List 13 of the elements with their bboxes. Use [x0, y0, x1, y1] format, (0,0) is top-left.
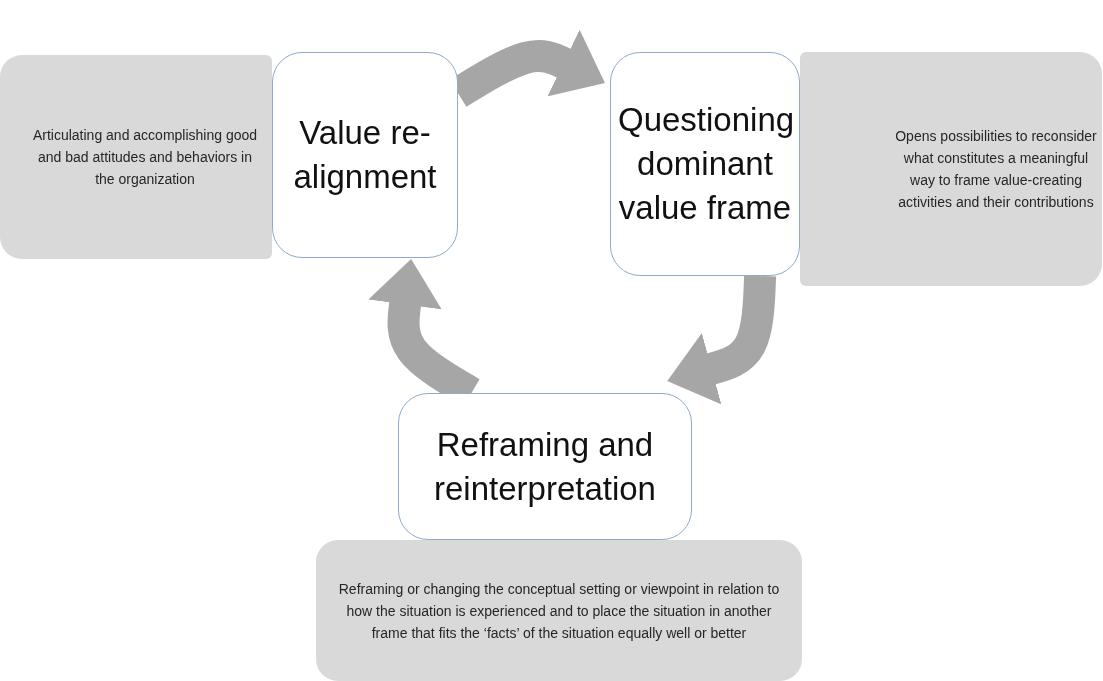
- description-card: [0, 55, 272, 259]
- stage-title: Reframing and reinterpretation: [433, 424, 657, 509]
- stage-box: [398, 393, 692, 540]
- description-text: Reframing or changing the conceptual setting or viewpoint in relation to how the situation is experienced and to place the situation in another frame that fits the ‘facts’ of the situation equally well or better: [337, 579, 781, 643]
- description-card: [316, 540, 802, 681]
- stage-title: Questioning dominant value frame: [618, 100, 792, 228]
- stage-box: [610, 52, 800, 276]
- stage-box: [272, 52, 458, 258]
- stage-title: Value re-alignment: [292, 113, 438, 197]
- curved-arrow: [667, 275, 777, 405]
- description-text: Opens possibilities to reconsider what constitutes a meaningful way to frame value-creating activities and their contributions: [894, 127, 1098, 212]
- description-card: [800, 52, 1102, 286]
- description-text: Articulating and accomplishing good and bad attitudes and behaviors in the organization: [31, 126, 259, 189]
